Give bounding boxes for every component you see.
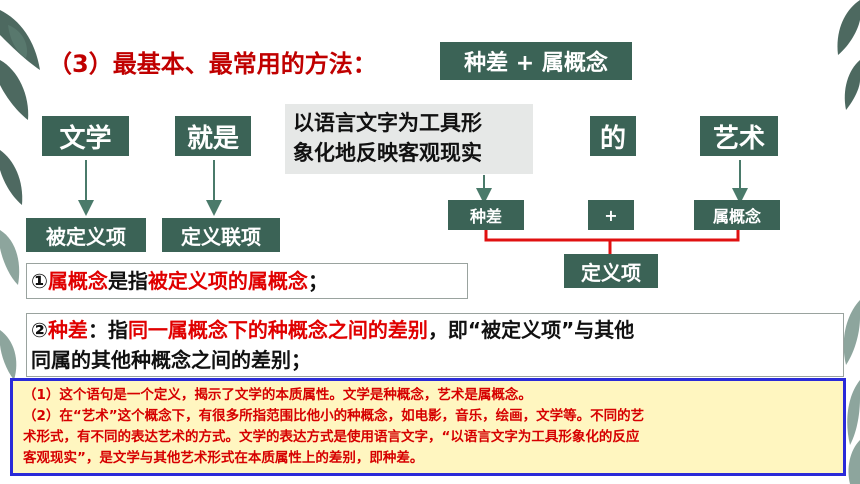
label-shugainian-text: 属概念 — [712, 207, 761, 226]
definition-differentia: ②种差：指同一属概念下的种概念之间的差别，即“被定义项”与其他 同属的其他种概念… — [26, 313, 844, 377]
definiens-bracket — [484, 228, 740, 242]
definition-genus-explain: 被定义项的属概念 — [147, 269, 308, 293]
label-dingyilianxiang-box: 定义联项 — [162, 218, 280, 252]
label-zhongcha-box: 种差 — [448, 200, 524, 230]
term-de-box: 的 — [590, 116, 636, 156]
label-plus-text: + — [604, 205, 618, 225]
differentia-phrase-line2: 象化地反映客观现实 — [293, 141, 482, 165]
label-zhongcha-text: 种差 — [469, 207, 502, 226]
label-dingyixiang-box: 定义项 — [564, 254, 658, 288]
label-dingyixiang-text: 定义项 — [581, 260, 641, 285]
term-wenxue-text: 文学 — [59, 123, 112, 154]
definition-differentia-explain: 同一属概念下的种概念之间的差别 — [127, 318, 428, 342]
term-yishu-text: 艺术 — [712, 123, 765, 154]
definition-genus-end: ； — [307, 269, 328, 293]
note-line-4: 客观现实”，是文学与其他艺术形式在本质属性上的差别，即种差。 — [23, 450, 424, 466]
label-plus-box: + — [588, 200, 634, 230]
differentia-phrase-line1: 以语言文字为工具形 — [293, 111, 482, 135]
definition-differentia-rest1: ，即“被定义项”与其他 — [427, 318, 635, 342]
definition-differentia-line1: ②种差：指同一属概念下的种概念之间的差别，即“被定义项”与其他 — [31, 315, 839, 345]
differentia-phrase-box: 以语言文字为工具形 象化地反映客观现实 — [285, 104, 533, 174]
note-line-3: 术形式，有不同的表达艺术的方式。文学的表达方式是使用语言文字，“以语言文字为工具… — [23, 429, 640, 445]
definition-differentia-number: ② — [31, 318, 48, 342]
term-de-text: 的 — [599, 123, 626, 154]
definition-genus: ①属概念是指被定义项的属概念； — [26, 263, 468, 299]
note-line-2: （2）在“艺术”这个概念下，有很多所指范围比他小的种概念，如电影，音乐，绘画，文… — [23, 408, 645, 424]
explanation-note: （1）这个语句是一个定义，揭示了文学的本质属性。文学是种概念，艺术是属概念。 （… — [10, 378, 846, 476]
definition-differentia-line2: 同属的其他种概念之间的差别； — [31, 348, 311, 372]
term-yishu-box: 艺术 — [700, 116, 778, 156]
definition-differentia-zhi: ：指 — [87, 318, 128, 342]
section-title-text: （3）最基本、最常用的方法： — [48, 50, 377, 78]
label-dingyilianxiang-text: 定义联项 — [181, 224, 261, 249]
label-shugainian-box: 属概念 — [694, 200, 780, 230]
term-jiushi-text: 就是 — [186, 123, 239, 154]
section-title: （3）最基本、最常用的方法： — [48, 44, 377, 79]
definition-genus-number: ① — [31, 269, 48, 293]
note-line-1: （1）这个语句是一个定义，揭示了文学的本质属性。文学是种概念，艺术是属概念。 — [23, 387, 532, 403]
leaf-decoration-right — [837, 0, 860, 484]
definition-genus-is: 是指 — [107, 269, 148, 293]
method-formula-text: 种差 + 属概念 — [464, 51, 608, 76]
definition-genus-term: 属概念 — [47, 269, 108, 293]
definition-differentia-term: 种差 — [47, 318, 88, 342]
term-jiushi-box: 就是 — [175, 116, 251, 156]
label-beidingyixiang-box: 被定义项 — [26, 218, 146, 252]
leaf-decoration-left — [0, 10, 40, 380]
label-beidingyixiang-text: 被定义项 — [46, 224, 126, 249]
method-formula-box: 种差 + 属概念 — [440, 42, 632, 80]
term-wenxue-box: 文学 — [42, 116, 129, 156]
